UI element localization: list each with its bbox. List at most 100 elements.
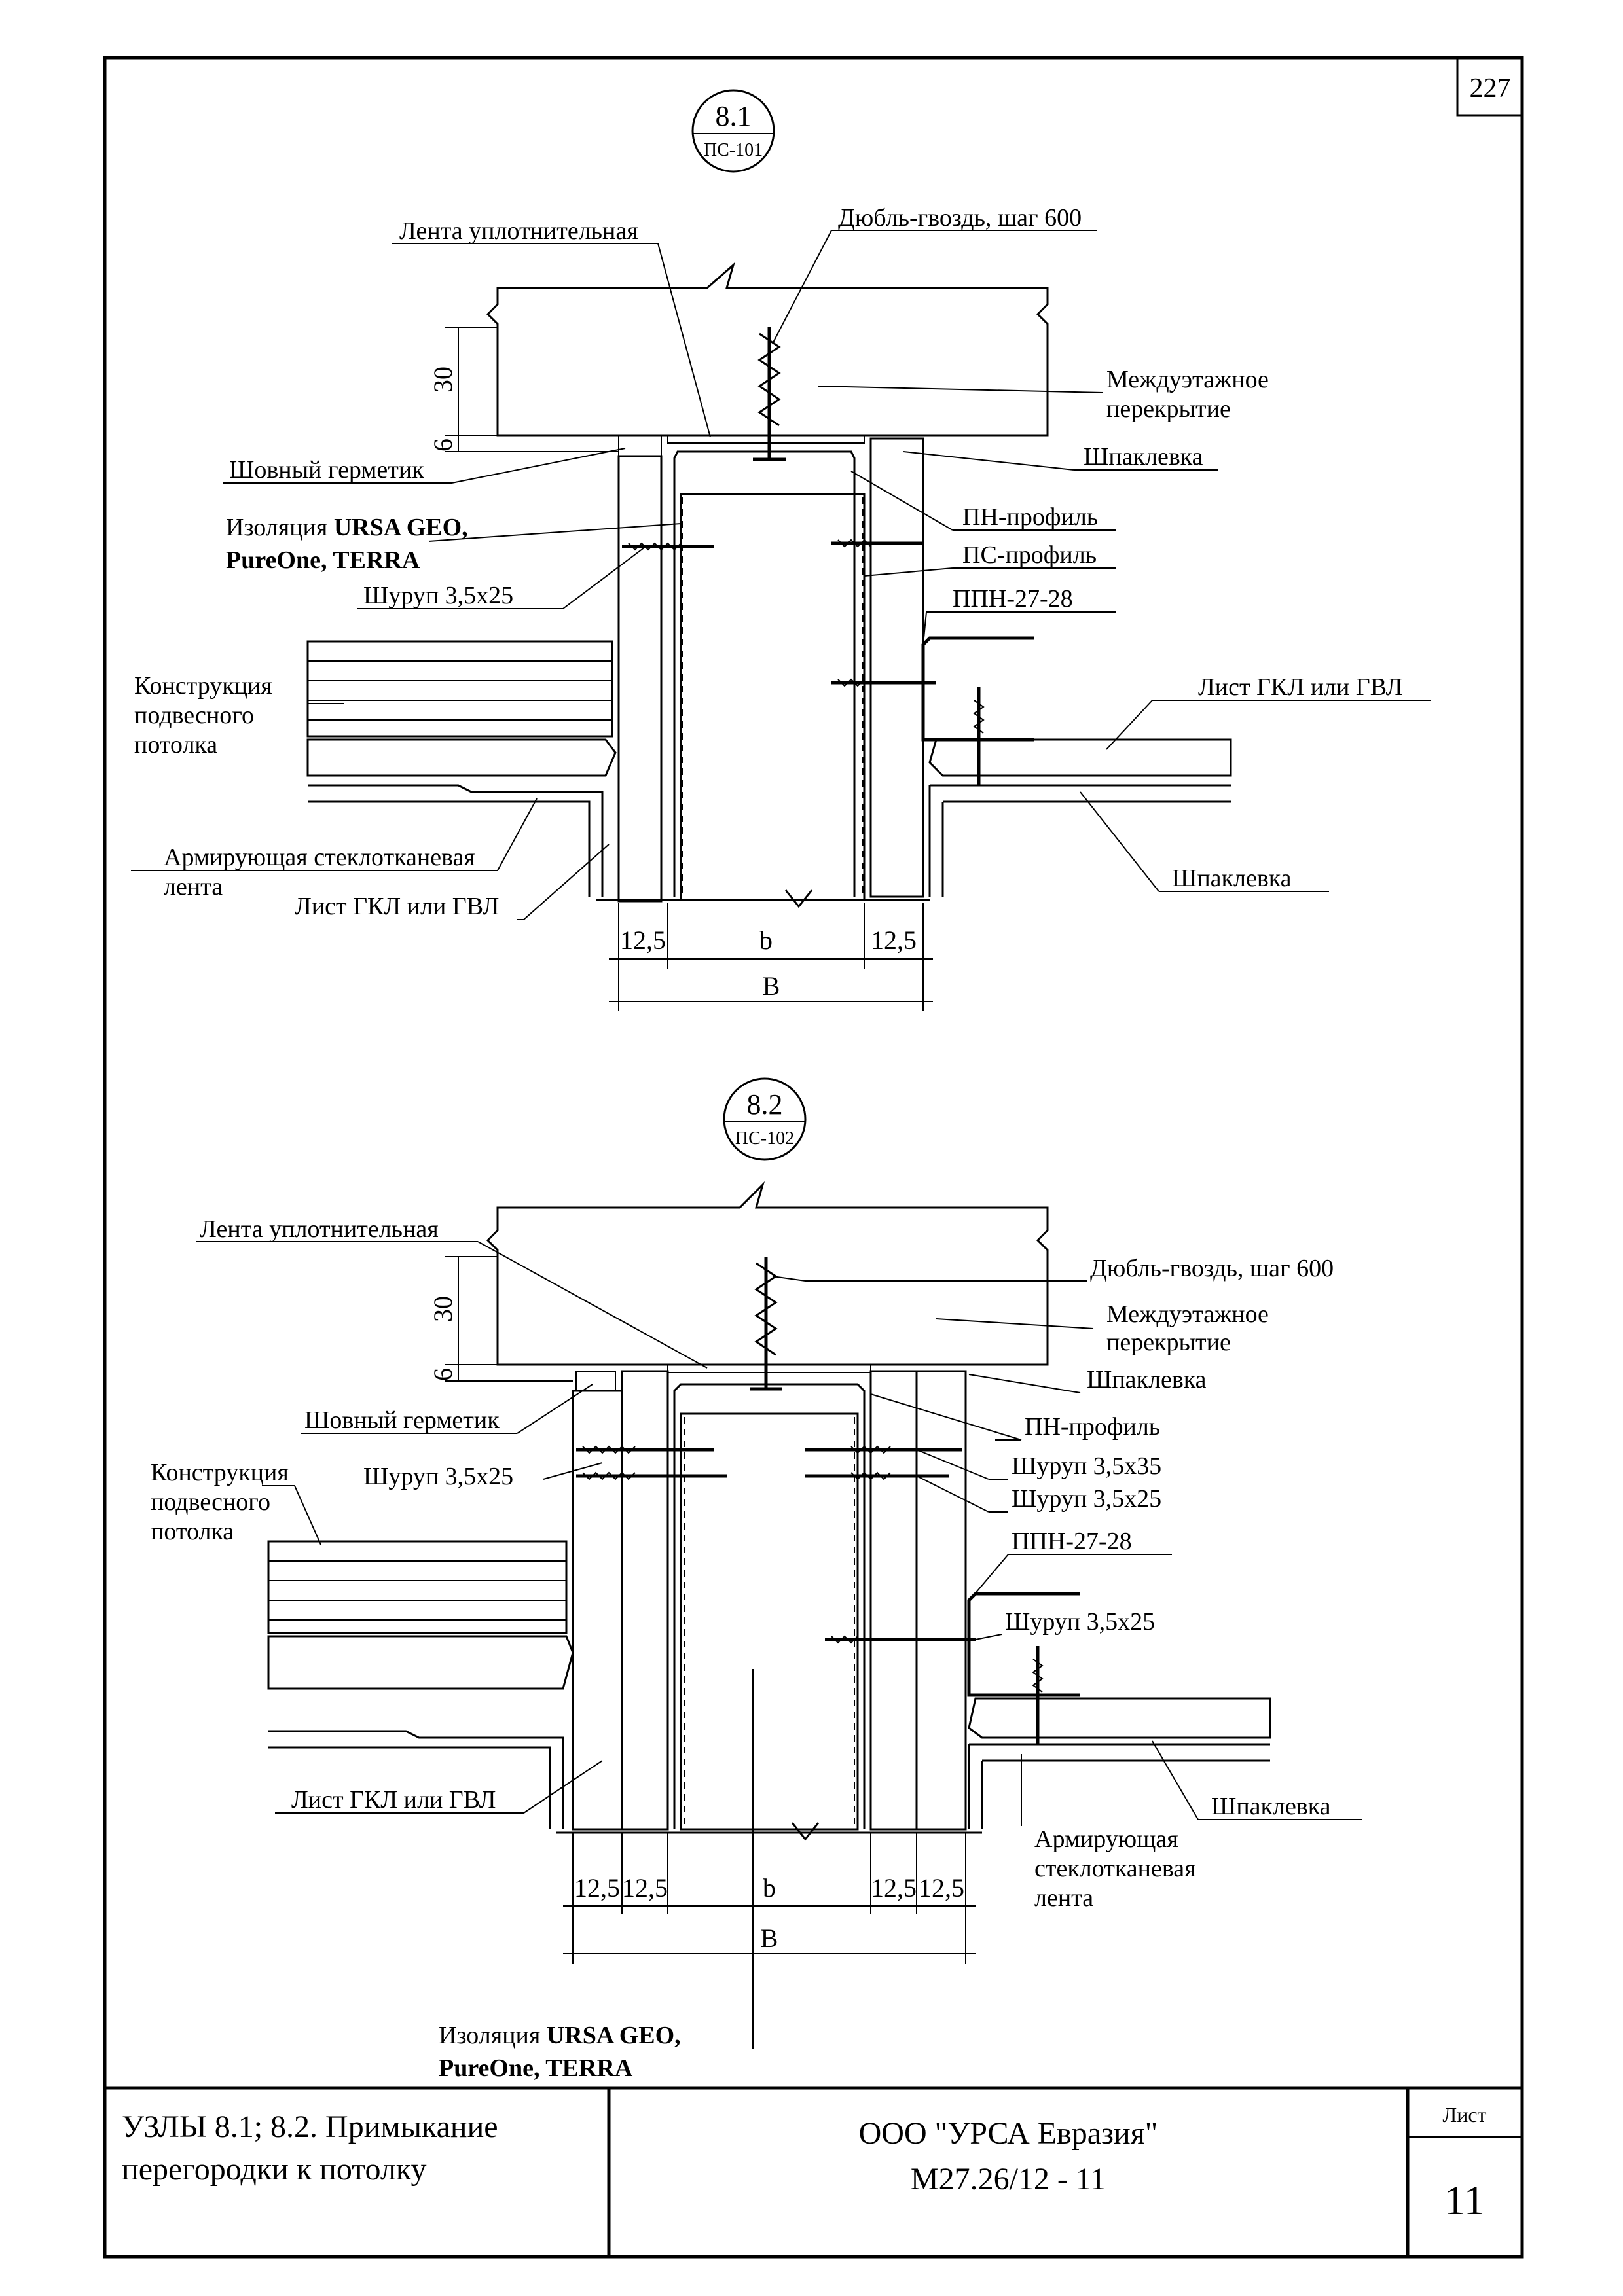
label-ceiling-2: подвесного [134,702,254,729]
ceiling-structure [267,1540,568,1634]
marker-number: 8.2 [747,1088,783,1121]
ppn-profile [967,1592,1080,1697]
label-dowel-nail: Дюбль-гвоздь, шаг 600 [838,204,1082,232]
label-ppn: ППН-27-28 [953,585,1073,613]
dim-6: 6 [428,439,458,452]
label-gkl-right: Лист ГКЛ или ГВЛ [1198,673,1402,701]
label-tape-1: Армирующая стеклотканевая [164,844,475,871]
title-block: УЗЛЫ 8.1; 8.2. Примыкание перегородки к … [105,2086,1522,2257]
label-tape-3: лента [1034,1884,1093,1912]
label-insulation-2: PureOne, TERRA [226,547,420,574]
label-floor-slab: Междуэтажное [1106,1300,1269,1328]
label-joint-sealant: Шовный герметик [229,456,424,484]
label-ceiling-3: потолка [151,1518,234,1545]
dim-horizontal: 12,5 b 12,5 B [609,903,933,1011]
label-floor-slab-2: перекрытие [1106,395,1231,423]
label-screw-ppn: Шуруп 3,5х25 [1005,1608,1155,1636]
label-floor-slab-2: перекрытие [1106,1329,1231,1356]
dim-30: 30 [428,1296,458,1322]
dim-vertical: 30 6 [428,1256,573,1382]
joint-sealant [575,1371,616,1391]
dim-30: 30 [428,367,458,393]
label-dowel-nail: Дюбль-гвоздь, шаг 600 [1090,1255,1334,1282]
document-code: М27.26/12 - 11 [911,2162,1106,2197]
screws [576,1445,976,1644]
label-sealing-tape: Лента уплотнительная [200,1215,439,1243]
label-insulation-2: PureOne, TERRA [439,2054,633,2082]
label-sealing-tape: Лента уплотнительная [399,217,638,245]
label-tape-1: Армирующая [1034,1825,1178,1853]
label-pn-profile: ПН-профиль [962,503,1098,531]
marker-ref: ПС-102 [735,1128,794,1149]
label-joint-sealant: Шовный герметик [304,1407,500,1434]
sheet-frame [103,56,1524,2259]
dim-l1: 12,5 [574,1873,620,1903]
detail-8-2: 8.2 ПС-102 [151,1077,1362,2082]
ceiling-structure [306,640,613,738]
insulation [680,493,866,901]
label-putty-bottom: Шпаклевка [1172,865,1292,892]
board-right-outer [915,1370,967,1831]
list-number: 11 [1444,2177,1485,2223]
board-left-inner [621,1370,669,1831]
insulation [680,1412,859,1831]
dim-b: b [763,1873,776,1903]
label-tape-2: стеклотканевая [1034,1855,1196,1882]
detail-marker-8-1 [691,89,775,173]
dim-r1: 12,5 [871,1873,917,1903]
dowel-nail [750,1257,782,1391]
pn-profile [673,1383,866,1829]
board-right [869,437,924,898]
joint-sealant [618,435,662,457]
leaders [196,1241,1362,2049]
leaders [131,230,1431,920]
detail-marker-8-2 [723,1077,807,1161]
board-right-inner [869,1370,918,1831]
label-tape-2: лента [164,873,223,901]
label-putty-top: Шпаклевка [1084,443,1203,471]
label-ceiling-1: Конструкция [151,1459,289,1486]
label-floor-slab: Междуэтажное [1106,366,1269,393]
screws [622,539,936,687]
list-label: Лист [1442,2103,1486,2126]
label-ppn: ППН-27-28 [1012,1528,1132,1555]
company-name: ООО "УРСА Евразия" [859,2116,1158,2151]
marker-number: 8.1 [716,100,752,132]
label-insulation: Изоляция URSA GEO, [226,514,468,541]
label-screw-left: Шуруп 3,5х25 [363,1463,513,1490]
pn-profile [673,450,856,897]
label-gkl-left: Лист ГКЛ или ГВЛ [291,1786,496,1814]
sealing-tape [667,435,865,444]
label-screw: Шуруп 3,5х25 [363,582,513,609]
sheet-title-line2: перегородки к потолку [122,2152,427,2187]
ceiling-board-left [306,738,617,777]
label-screw-35: Шуруп 3,5х35 [1012,1452,1161,1480]
dim-right: 12,5 [871,925,917,955]
dim-b: b [759,925,773,955]
ceiling-board-left [267,1635,574,1690]
label-putty-top: Шпаклевка [1087,1366,1207,1393]
label-pn-profile: ПН-профиль [1025,1413,1160,1441]
label-screw-25: Шуруп 3,5х25 [1012,1485,1161,1513]
dim-total: B [761,1924,778,1953]
detail-8-1: 8.1 ПС-101 [131,89,1431,1011]
dim-6: 6 [428,1368,458,1381]
label-ceiling-2: подвесного [151,1488,270,1516]
marker-ref: ПС-101 [704,140,763,160]
dim-l2: 12,5 [622,1873,668,1903]
label-gkl-left: Лист ГКЛ или ГВЛ [295,893,499,920]
board-left [617,455,663,903]
label-insulation: Изоляция URSA GEO, [439,2022,681,2049]
label-ps-profile: ПС-профиль [962,541,1097,569]
floor-slab [486,1181,1049,1366]
sealing-tape [667,1364,871,1373]
page-number: 227 [1470,73,1511,103]
dim-total: B [763,971,780,1001]
dim-r2: 12,5 [919,1873,964,1903]
dim-vertical: 30 6 [428,327,619,452]
label-putty-bottom: Шпаклевка [1211,1793,1331,1820]
label-ceiling-1: Конструкция [134,672,272,700]
floor-slab [486,262,1049,437]
dowel-nail [753,327,786,461]
